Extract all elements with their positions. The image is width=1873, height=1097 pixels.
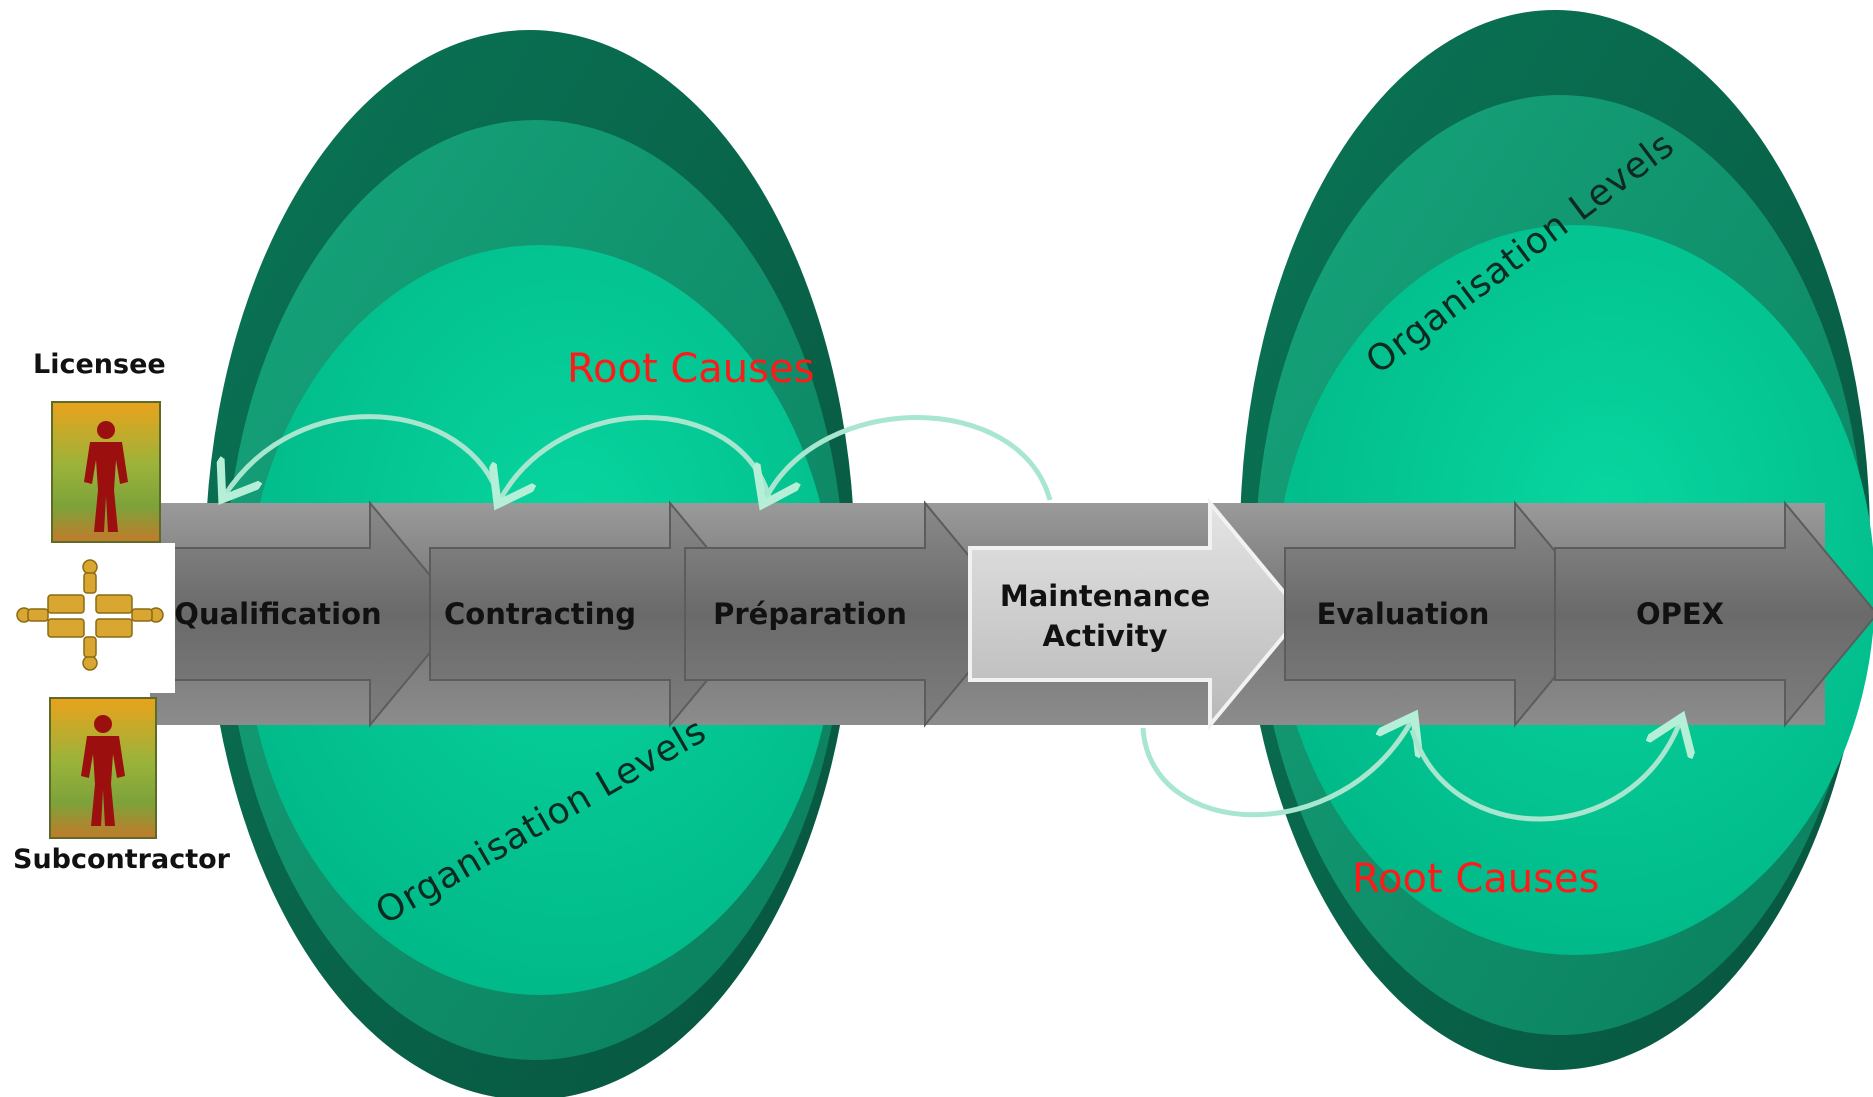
step-label-line2: Activity [1042, 619, 1167, 653]
licensee-label: Licensee [33, 349, 166, 380]
subcontractor-label: Subcontractor [13, 844, 231, 875]
process-step-6: OPEX [1554, 500, 1873, 728]
process-step-3: Préparation [684, 500, 1019, 728]
person-icon [81, 715, 125, 826]
step-label: Préparation [713, 597, 907, 631]
step-label: OPEX [1636, 597, 1724, 631]
step-label: Evaluation [1317, 597, 1490, 631]
loop-arrow-maintenance-to-preparation [765, 415, 1053, 501]
root-cause-loops-bottom [1140, 720, 1680, 822]
step-label: Qualification [174, 597, 381, 631]
chevron-shape [1554, 500, 1873, 728]
process-step-2: Contracting [429, 500, 764, 728]
process-step-1: Qualification [119, 500, 464, 728]
root-causes-top-label: Root Causes [567, 346, 814, 392]
subcontractor-avatar [49, 697, 157, 839]
loop-arrow-evaluation-to-opex [1409, 722, 1680, 822]
step-label: Maintenance [1000, 579, 1210, 613]
person-icon [84, 421, 128, 532]
step-label: Contracting [444, 597, 636, 631]
loop-arrow-preparation-to-contracting [500, 415, 773, 501]
loop-arrow-contracting-to-qualification [225, 414, 503, 500]
puzzle-team-icon [16, 559, 164, 671]
chevron-shape [968, 497, 1305, 731]
licensee-avatar [51, 401, 161, 543]
loop-arrow-maintenance-to-evaluation [1140, 720, 1412, 818]
root-cause-loops-top [225, 414, 1053, 501]
process-chevrons: Qualification Contracting Préparation Maint… [119, 497, 1873, 731]
root-causes-bottom-label: Root Causes [1352, 856, 1599, 902]
